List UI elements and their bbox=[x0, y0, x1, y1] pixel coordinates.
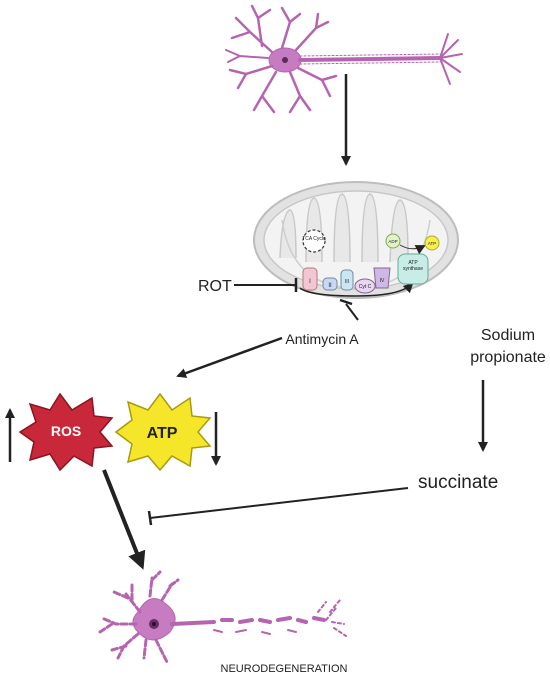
atp-burst-icon bbox=[114, 392, 212, 472]
complex-i-label: I bbox=[309, 279, 311, 285]
succinate-label: succinate bbox=[418, 472, 498, 493]
complex-i bbox=[302, 267, 318, 291]
tca-cycle-icon: TCA Cycle bbox=[302, 229, 326, 253]
arrow-to-neurodegeneration bbox=[102, 469, 146, 570]
atp-molecule-label: ATP bbox=[428, 241, 436, 246]
healthy-neuron-icon bbox=[225, 4, 463, 114]
tca-label: TCA Cycle bbox=[302, 236, 326, 242]
complex-iv bbox=[373, 267, 391, 289]
antimycin-inhibition-line bbox=[345, 303, 359, 321]
ros-burst-icon bbox=[18, 392, 114, 472]
cyt-c-label: Cyt C bbox=[359, 284, 372, 290]
complex-iii bbox=[340, 269, 354, 291]
degenerating-neuron-icon bbox=[98, 570, 347, 666]
complex-iv-label: IV bbox=[380, 278, 385, 284]
atp-label: ATP bbox=[147, 425, 178, 442]
neurodegeneration-label: NEURODEGENERATION bbox=[221, 663, 348, 675]
rot-label: ROT bbox=[198, 278, 232, 295]
atp-molecule bbox=[424, 235, 440, 251]
complex-iii-label: III bbox=[345, 279, 349, 285]
sodium-label: Sodium bbox=[481, 327, 535, 344]
adp-molecule bbox=[385, 233, 401, 249]
complex-ii bbox=[322, 277, 338, 291]
ros-label: ROS bbox=[51, 423, 81, 439]
cyt-c bbox=[354, 278, 376, 294]
propionate-label: propionate bbox=[470, 349, 546, 366]
atp-synthase bbox=[397, 253, 429, 285]
antimycin-label: Antimycin A bbox=[285, 331, 359, 347]
arrow-mito-to-outcomes bbox=[176, 336, 283, 378]
adp-label: ADP bbox=[388, 239, 397, 244]
succinate-inhibition-line bbox=[149, 487, 409, 519]
complex-ii-label: II bbox=[328, 283, 332, 289]
